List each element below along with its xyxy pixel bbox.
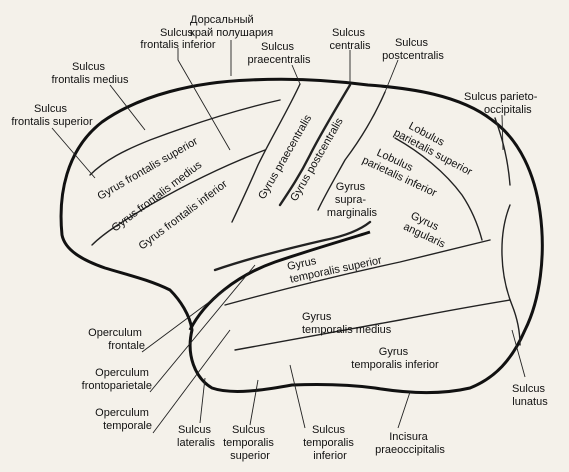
sulcus-parieto-occipitalis-line [494,117,511,186]
gyrus-angularis: Gyrus angularis [401,209,452,251]
gyrus-temporalis-superior: Gyrus temporalis superior [286,242,383,286]
label-sulcus-temporalis-superior: Sulcus temporalis superior [223,424,277,462]
hemisphere-outline [59,77,544,394]
label-operculum-temporale: Operculum temporale [95,407,152,432]
label-sulcus-lateralis: Sulcus lateralis [177,424,215,449]
leader-sulcus-frontalis-medius [109,84,146,131]
label-operculum-frontoparietale: Operculum frontoparietale [82,367,152,392]
leader-sulcus-postcentralis [384,59,399,93]
label-sulcus-temporalis-inferior: Sulcus temporalis inferior [303,424,357,462]
leader-sulcus-temporalis-inferior [289,364,306,429]
gyrus-temporalis-inferior: Gyrus temporalis inferior [351,346,439,371]
label-sulcus-praecentralis: Sulcus praecentralis [248,41,311,66]
sulcus-lateralis-line [213,220,372,272]
leader-sulcus-temporalis-superior [249,379,259,426]
gyrus-frontalis-inferior: Gyrus frontalis inferior [137,178,230,253]
sulcus-lunatus-line [501,204,521,346]
sulcus-temporalis-inferior-line [234,299,511,351]
leader-sulcus-parieto-occipitalis [501,114,504,151]
label-sulcus-frontalis-superior: Sulcus frontalis superior [11,103,93,128]
sulcus-praecentralis-line [231,83,301,223]
label-sulcus-parieto-occipitalis: Sulcus parieto- occipitalis [464,91,540,116]
sulcus-postcentralis-line [317,91,386,211]
leader-incisura [397,391,411,429]
sulcus-centralis-line [278,83,352,207]
sulcus-frontalis-superior-line [89,99,281,176]
label-sulcus-lunatus: Sulcus lunatus [512,383,548,408]
label-sulcus-frontalis-inferior: Sulcus frontalis inferior [140,27,216,51]
leader-sulcus-frontalis-superior [51,127,96,179]
label-sulcus-postcentralis: Sulcus postcentralis [382,37,444,62]
label-sulcus-centralis: Sulcus centralis [330,27,371,52]
sulcus-temporalis-superior-line [224,239,491,306]
label-incisura: Incisura praeoccipitalis [375,431,445,456]
leader-operculum-temporale [152,329,231,434]
leader-sulcus-frontalis-inferior [177,48,231,151]
gyrus-supramarginalis: Gyrus supra- marginalis [327,181,378,219]
sulcus-intraparietalis-line [394,137,483,241]
leader-sulcus-lunatus [511,329,526,378]
leader-sulcus-praecentralis [291,64,301,85]
gyrus-temporalis-medius: Gyrus temporalis medius [302,311,392,336]
leader-operculum-frontoparietale [149,264,256,393]
label-dorsal-edge: Дорсальный край полушария [190,14,273,39]
leader-sulcus-lateralis [199,377,206,424]
temporal-lobe-edge [188,230,371,331]
leader-operculum-frontale [141,287,229,353]
sulcus-frontalis-inferior-line [91,149,266,246]
label-operculum-frontale: Operculum frontale [88,327,145,352]
label-sulcus-frontalis-medius: Sulcus frontalis medius [51,61,129,86]
